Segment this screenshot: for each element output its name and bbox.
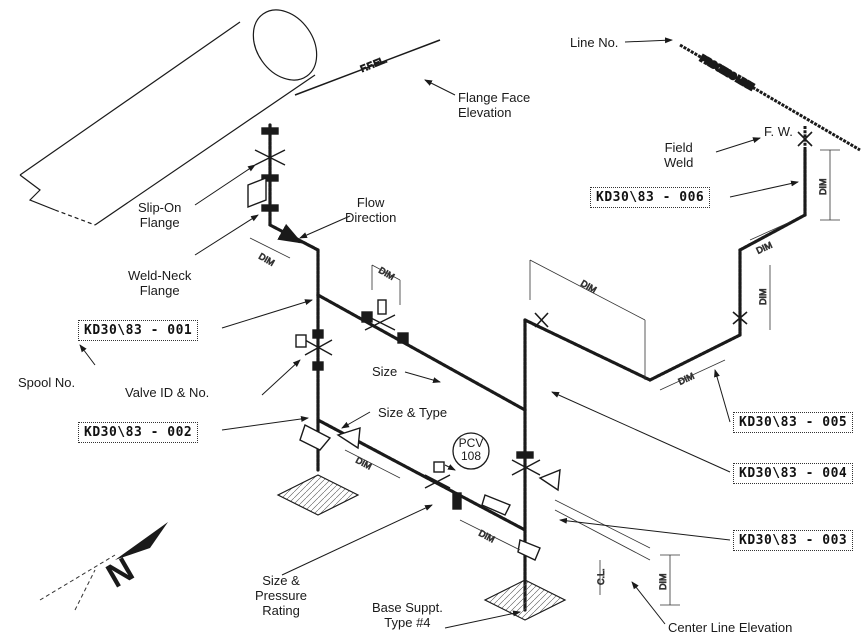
spool-no-label: Spool No. [18, 375, 76, 390]
flow-direction-label: Flow Direction [345, 195, 397, 225]
pcv-label: PCV 108 [458, 436, 484, 463]
base-suppt-label: Base Suppt. Type #4 [372, 600, 443, 630]
field-weld-fw-label: F. W. [764, 124, 793, 139]
spool-tag-001: KD30\83 - 001 [78, 320, 199, 341]
line-no-label: Line No. [570, 35, 619, 50]
pcv-bubble [452, 432, 490, 470]
fittings [247, 127, 813, 561]
svg-text:DIM: DIM [377, 265, 396, 282]
svg-text:DIM: DIM [677, 371, 696, 387]
size-label: Size [372, 364, 398, 379]
tank-cylinder: F.F.EL. [19, 9, 441, 226]
valve-id-label: Valve ID & No. [125, 385, 210, 400]
svg-text:PROCESS LINE: PROCESS LINE [699, 54, 755, 91]
spool-tag-003: KD30\83 - 003 [733, 530, 854, 551]
spool-tag-002: KD30\83 - 002 [78, 422, 199, 443]
svg-text:DIM: DIM [354, 455, 373, 472]
leader-lines [79, 37, 799, 629]
weld-neck-flange-label: Weld-Neck Flange [128, 268, 192, 298]
center-line-elevation-label: Center Line Elevation [668, 620, 793, 635]
field-weld-label: Field Weld [664, 140, 694, 170]
svg-text:DIM: DIM [818, 179, 828, 196]
base-supports [276, 474, 567, 621]
spool-tag-004: KD30\83 - 004 [733, 463, 854, 484]
north-arrow [39, 522, 168, 611]
spool-tag-006: KD30\83 - 006 [590, 187, 711, 208]
flange-face-elevation-label: Flange Face Elevation [458, 90, 531, 120]
slip-on-flange-label: Slip-On Flange [138, 200, 182, 230]
svg-text:C.L.: C.L. [596, 568, 606, 585]
svg-text:DIM: DIM [257, 251, 276, 268]
svg-text:DIM: DIM [658, 574, 668, 591]
svg-text:DIM: DIM [579, 278, 598, 295]
svg-text:DIM: DIM [758, 289, 768, 306]
size-type-label: Size & Type [378, 405, 448, 420]
svg-text:DIM: DIM [477, 528, 496, 545]
svg-text:F.F.EL.: F.F.EL. [359, 54, 388, 74]
size-pressure-label: Size & Pressure Rating [255, 573, 308, 618]
spool-tag-005: KD30\83 - 005 [733, 412, 854, 433]
